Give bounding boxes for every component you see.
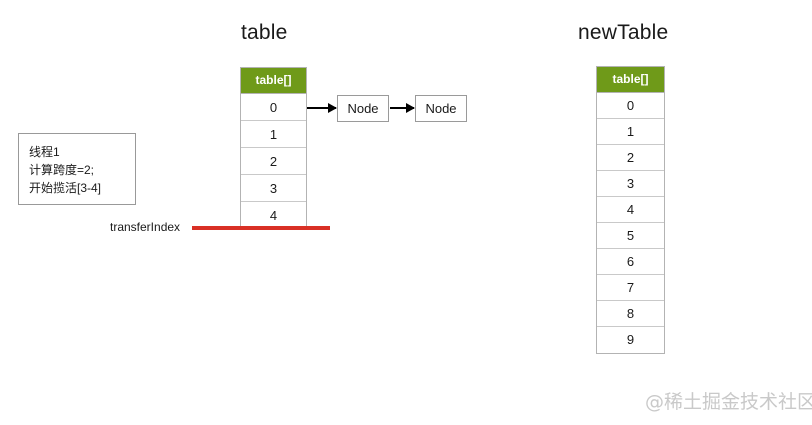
thread-note-line: 计算跨度=2; [29,163,95,177]
arrow-node-to-node-icon [390,103,415,113]
left-array-cell: 2 [241,148,306,175]
left-array-table: table[] 0 1 2 3 4 [240,67,307,230]
arrow-bucket-to-node-icon [307,103,337,113]
left-table-title: table [241,21,288,44]
right-array-cell: 5 [597,223,664,249]
left-array-header: table[] [241,68,306,94]
right-array-cell: 1 [597,119,664,145]
right-array-cell: 7 [597,275,664,301]
watermark: @稀土掘金技术社区 [645,391,812,413]
node-box: Node [415,95,467,122]
right-array-cell: 9 [597,327,664,353]
left-array-cell: 1 [241,121,306,148]
right-array-cell: 0 [597,93,664,119]
right-array-header: table[] [597,67,664,93]
right-array-cell: 4 [597,197,664,223]
thread-note-line: 线程1 [29,145,60,159]
transfer-index-line [192,226,330,230]
right-array-cell: 3 [597,171,664,197]
transfer-index-label: transferIndex [110,220,181,234]
right-array-table: table[] 0 1 2 3 4 5 6 7 8 9 [596,66,665,354]
thread-note-box: 线程1 计算跨度=2; 开始揽活[3-4] [18,133,136,205]
thread-note-line: 开始揽活[3-4] [29,181,102,195]
left-array-cell: 4 [241,202,306,229]
right-array-cell: 6 [597,249,664,275]
right-array-cell: 8 [597,301,664,327]
right-array-cell: 2 [597,145,664,171]
node-box: Node [337,95,389,122]
left-array-cell: 3 [241,175,306,202]
left-array-cell: 0 [241,94,306,121]
right-table-title: newTable [578,21,669,44]
